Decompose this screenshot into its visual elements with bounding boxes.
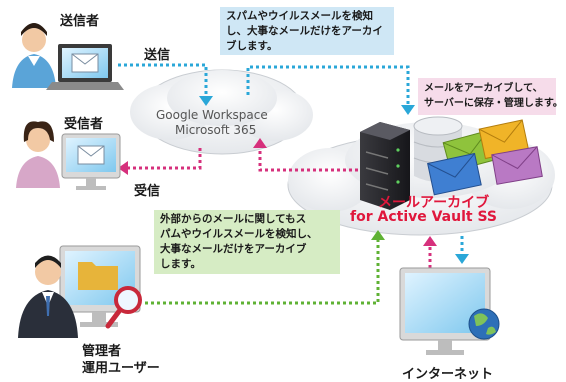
- note-top-line-3: ブします。: [226, 40, 278, 52]
- sender-laptop: [46, 44, 124, 90]
- archive-flow-arrowhead: [401, 105, 415, 115]
- internet-label: インターネット: [402, 367, 494, 382]
- note-top-box: [220, 7, 394, 55]
- note-right-line-1: メールをアーカイブして、: [424, 83, 543, 94]
- receive-label: 受信: [134, 184, 161, 199]
- note-middle-line-4: します。: [160, 258, 201, 270]
- server-rack-icon: [360, 122, 410, 210]
- recipient-monitor: [61, 133, 121, 190]
- note-middle-line-2: パムやウイルスメールを検知し、: [160, 228, 318, 240]
- sender-person: [12, 23, 56, 88]
- cloud-label-line-2: Microsoft 365: [175, 123, 257, 137]
- send-flow-arrowhead: [199, 96, 213, 106]
- note-right-box: [418, 78, 556, 115]
- internet-monitor: [399, 267, 491, 355]
- return-flow-arrowhead: [253, 138, 267, 148]
- envelope-icons: [427, 119, 543, 196]
- product-name-line-2: for Active Vault SS: [350, 209, 497, 225]
- note-right: メールをアーカイブして、 サーバーに保存・管理します。: [424, 81, 563, 111]
- send-label: 送信: [144, 48, 171, 63]
- note-top-line-2: し、大事なメールだけをアーカイ: [226, 25, 383, 37]
- receive-flow: [128, 148, 202, 170]
- send-flow: [118, 63, 208, 96]
- note-middle-line-3: 大事なメールだけをアーカイブ: [160, 243, 307, 255]
- archive-flow: [246, 65, 410, 105]
- note-right-line-2: サーバーに保存・管理します。: [424, 98, 563, 109]
- admin-flow-arrowhead: [371, 230, 385, 240]
- product-name-line-1: メールアーカイブ: [378, 195, 490, 211]
- admin-person: [18, 255, 78, 338]
- admin-label-line-2: 運用ユーザー: [82, 361, 160, 376]
- sender-label: 送信者: [60, 14, 100, 29]
- cloud-workspace: [130, 69, 313, 155]
- recipient-label: 受信者: [64, 117, 104, 132]
- note-middle-line-1: 外部からのメールに関してもス: [160, 213, 307, 225]
- internet-down-arrowhead: [455, 254, 469, 264]
- cloud-label-line-1: Google Workspace: [156, 108, 268, 122]
- internet-up-arrowhead: [423, 236, 437, 246]
- flow-lines: [118, 63, 469, 305]
- note-top: スパムやウイルスメールを検知 し、大事なメールだけをアーカイ ブします。: [226, 9, 383, 54]
- return-flow: [258, 148, 358, 172]
- receive-flow-arrowhead: [118, 161, 128, 175]
- admin-label-line-1: 管理者: [82, 344, 122, 359]
- recipient-person: [16, 121, 60, 188]
- note-middle-box: [154, 210, 340, 274]
- magnifier-icon: [105, 286, 142, 329]
- globe-icon: [468, 308, 500, 340]
- note-middle: 外部からのメールに関してもス パムやウイルスメールを検知し、 大事なメールだけを…: [160, 212, 318, 272]
- note-top-line-1: スパムやウイルスメールを検知: [226, 10, 373, 22]
